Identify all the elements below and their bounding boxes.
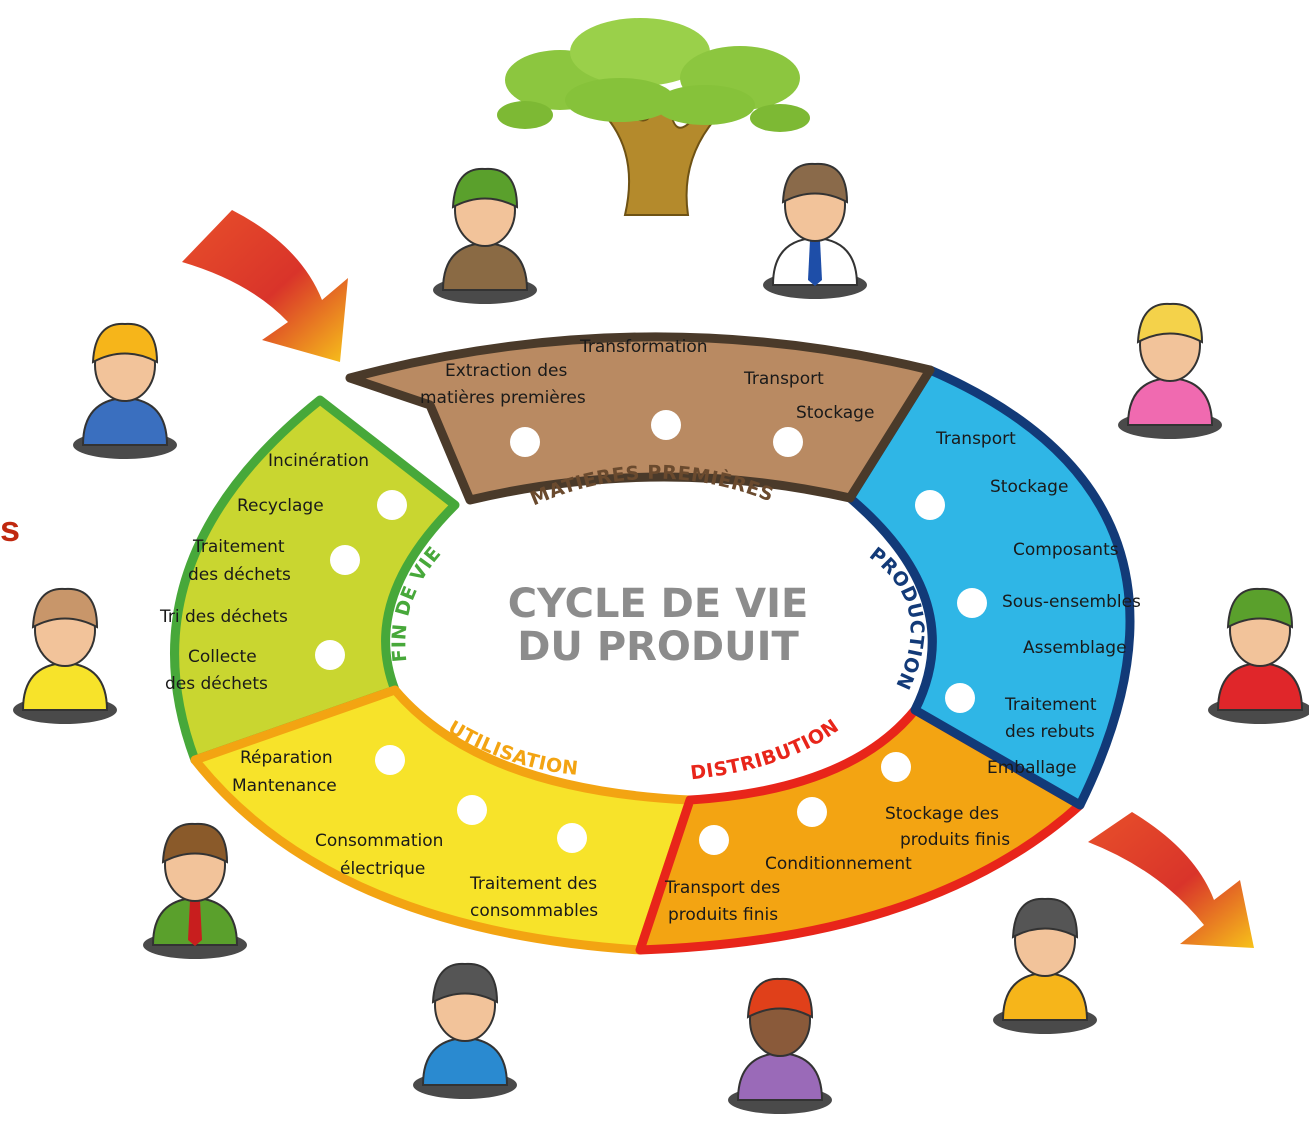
label-traitement-conso-2: consommables bbox=[470, 901, 598, 921]
stage-dots bbox=[315, 410, 987, 855]
dot bbox=[457, 795, 487, 825]
segment-production bbox=[845, 365, 1135, 810]
segment-distribution bbox=[635, 705, 1085, 955]
person-icon bbox=[763, 162, 867, 299]
label-traitement-dechets-1: Traitement bbox=[192, 537, 285, 557]
center-ellipse bbox=[403, 483, 913, 773]
label-consommation-2: électrique bbox=[340, 859, 425, 879]
label-extraction-1: Extraction des bbox=[445, 361, 567, 381]
dot bbox=[797, 797, 827, 827]
dot bbox=[881, 752, 911, 782]
person-icon bbox=[1118, 302, 1222, 439]
label-mantenance: Mantenance bbox=[232, 776, 337, 796]
label-transformation: Transformation bbox=[579, 337, 708, 357]
dot bbox=[915, 490, 945, 520]
label-assemblage: Assemblage bbox=[1023, 638, 1127, 658]
label-prod-transport: Transport bbox=[935, 429, 1016, 449]
dot bbox=[773, 427, 803, 457]
label-traitement-rebuts-2: des rebuts bbox=[1005, 722, 1095, 742]
arrow-icon bbox=[1088, 812, 1254, 948]
dot bbox=[375, 745, 405, 775]
person-icon bbox=[13, 587, 117, 724]
tree-icon bbox=[497, 18, 810, 216]
side-text-fragment: s bbox=[0, 508, 21, 549]
label-composants: Composants bbox=[1013, 540, 1119, 560]
label-sous-ensembles: Sous-ensembles bbox=[1002, 592, 1141, 612]
person-icon bbox=[993, 897, 1097, 1034]
label-stockage-produits-1: Stockage des bbox=[885, 804, 999, 824]
label-reparation: Réparation bbox=[240, 748, 333, 768]
person-icon bbox=[728, 977, 832, 1114]
label-transport-produits-2: produits finis bbox=[668, 905, 778, 925]
label-incineration: Incinération bbox=[268, 451, 369, 471]
dot bbox=[330, 545, 360, 575]
label-collecte-2: des déchets bbox=[165, 674, 268, 694]
person-icon bbox=[433, 167, 537, 304]
label-consommation-1: Consommation bbox=[315, 831, 443, 851]
dot bbox=[510, 427, 540, 457]
label-traitement-dechets-2: des déchets bbox=[188, 565, 291, 585]
label-prod-stockage: Stockage bbox=[990, 477, 1068, 497]
people-group bbox=[13, 162, 1309, 1114]
label-mat-transport: Transport bbox=[743, 369, 824, 389]
dot bbox=[945, 683, 975, 713]
arrow-icon bbox=[182, 210, 348, 362]
label-collecte-1: Collecte bbox=[188, 647, 257, 667]
dot bbox=[557, 823, 587, 853]
dot bbox=[699, 825, 729, 855]
segment-fin-de-vie bbox=[170, 395, 460, 765]
person-icon bbox=[413, 962, 517, 1099]
label-transport-produits-1: Transport des bbox=[664, 878, 780, 898]
label-stockage-produits-2: produits finis bbox=[900, 830, 1010, 850]
label-traitement-conso-1: Traitement des bbox=[469, 874, 597, 894]
person-icon bbox=[73, 322, 177, 459]
label-conditionnement: Conditionnement bbox=[765, 854, 912, 874]
label-traitement-rebuts-1: Traitement bbox=[1004, 695, 1097, 715]
center-title-line2: DU PRODUIT bbox=[517, 624, 799, 670]
dot bbox=[957, 588, 987, 618]
dot bbox=[315, 640, 345, 670]
center-title-line1: CYCLE DE VIE bbox=[508, 581, 809, 627]
person-icon bbox=[1208, 587, 1309, 724]
label-emballage: Emballage bbox=[987, 758, 1077, 778]
label-mat-stockage: Stockage bbox=[796, 403, 874, 423]
dot bbox=[377, 490, 407, 520]
person-icon bbox=[143, 822, 247, 959]
label-extraction-2: matières premières bbox=[420, 388, 586, 408]
segment-matieres-premieres bbox=[345, 332, 935, 505]
dot bbox=[651, 410, 681, 440]
label-tri-dechets: Tri des déchets bbox=[159, 607, 288, 627]
label-recyclage: Recyclage bbox=[237, 496, 324, 516]
